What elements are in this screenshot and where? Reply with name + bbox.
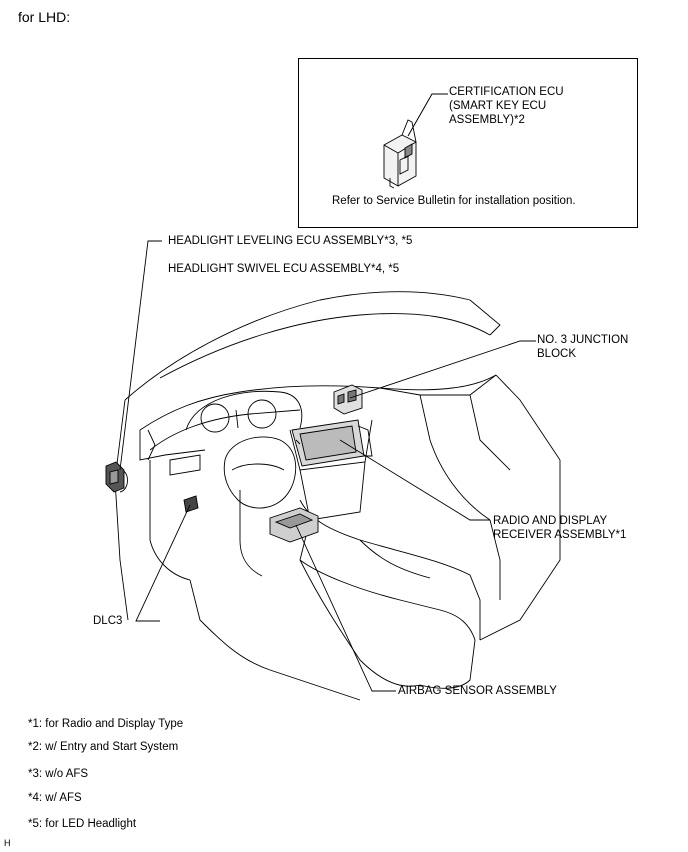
dashboard-outline: [114, 291, 561, 701]
junction-block-label-line-2: BLOCK: [537, 348, 576, 360]
junction-block-leader: [349, 340, 536, 399]
footnote-5: *5: for LED Headlight: [28, 818, 137, 830]
junction-block-label-line-1: NO. 3 JUNCTION: [537, 334, 629, 346]
headlight-ecu-part: [105, 461, 125, 493]
headlight-ecu-leader: [119, 240, 162, 471]
headlight-swivel-label: HEADLIGHT SWIVEL ECU ASSEMBLY*4, *5: [168, 263, 400, 275]
radio-leader: [339, 439, 490, 521]
airbag-leader: [295, 524, 396, 692]
certification-ecu-leader: [407, 93, 448, 137]
certification-ecu-part: [383, 119, 417, 189]
footnote-2: *2: w/ Entry and Start System: [28, 741, 179, 753]
headlight-leveling-label: HEADLIGHT LEVELING ECU ASSEMBLY*3, *5: [168, 235, 413, 247]
radio-display-part: [291, 419, 373, 467]
certification-ecu-label-line-3: ASSEMBLY)*2: [449, 114, 525, 126]
certification-ecu-inset: [298, 58, 638, 228]
footnote-3: *3: w/o AFS: [28, 768, 89, 780]
footnote-1: *1: for Radio and Display Type: [28, 718, 184, 730]
junction-block-part: [333, 384, 363, 415]
certification-ecu-label-line-2: (SMART KEY ECU: [449, 100, 547, 112]
dlc3-label: DLC3: [93, 615, 123, 627]
certification-ecu-label-line-1: CERTIFICATION ECU: [449, 86, 564, 98]
figure-id: H: [4, 838, 11, 848]
dlc3-leader: [135, 504, 191, 622]
radio-label-line-1: RADIO AND DISPLAY: [493, 515, 608, 527]
footnote-4: *4: w/ AFS: [28, 792, 82, 804]
airbag-sensor-part: [269, 507, 319, 543]
page-heading: for LHD:: [18, 9, 71, 25]
callout-leaders: [119, 240, 536, 692]
radio-label-line-2: RECEIVER ASSEMBLY*1: [493, 529, 627, 541]
airbag-sensor-label: AIRBAG SENSOR ASSEMBLY: [398, 685, 557, 697]
service-bulletin-note: Refer to Service Bulletin for installati…: [332, 195, 576, 207]
dlc3-part: [183, 495, 199, 513]
